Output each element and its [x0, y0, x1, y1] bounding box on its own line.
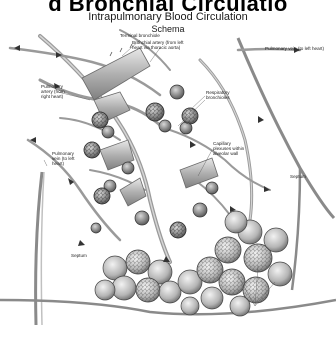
label-capillary-plexuses: Capillary plexuses within alveolar wall — [213, 141, 249, 157]
label-bronchial-artery: Bronchial artery (from left heart via th… — [132, 40, 194, 50]
label-pulmonary-vein-top: Pulmonary vein (to left heart) — [265, 46, 335, 51]
label-septum-left: Septum — [71, 253, 101, 258]
label-septum-right: Septum — [290, 174, 320, 179]
label-pulmonary-artery: Pulmonary artery (from right heart) — [41, 84, 73, 100]
alveoli-mass — [95, 211, 292, 316]
arrow-icon — [190, 141, 196, 148]
arrow-icon — [78, 240, 85, 246]
label-terminal-bronchiole: Terminal bronchiole — [120, 33, 180, 38]
diagram-title: Intrapulmonary Blood Circulation — [0, 11, 336, 23]
label-pulmonary-vein-left: Pulmonary vein (to left heart) — [52, 151, 82, 167]
arrow-icon — [258, 116, 264, 123]
label-respiratory-bronchioles: Respiratory bronchioles — [206, 90, 246, 100]
